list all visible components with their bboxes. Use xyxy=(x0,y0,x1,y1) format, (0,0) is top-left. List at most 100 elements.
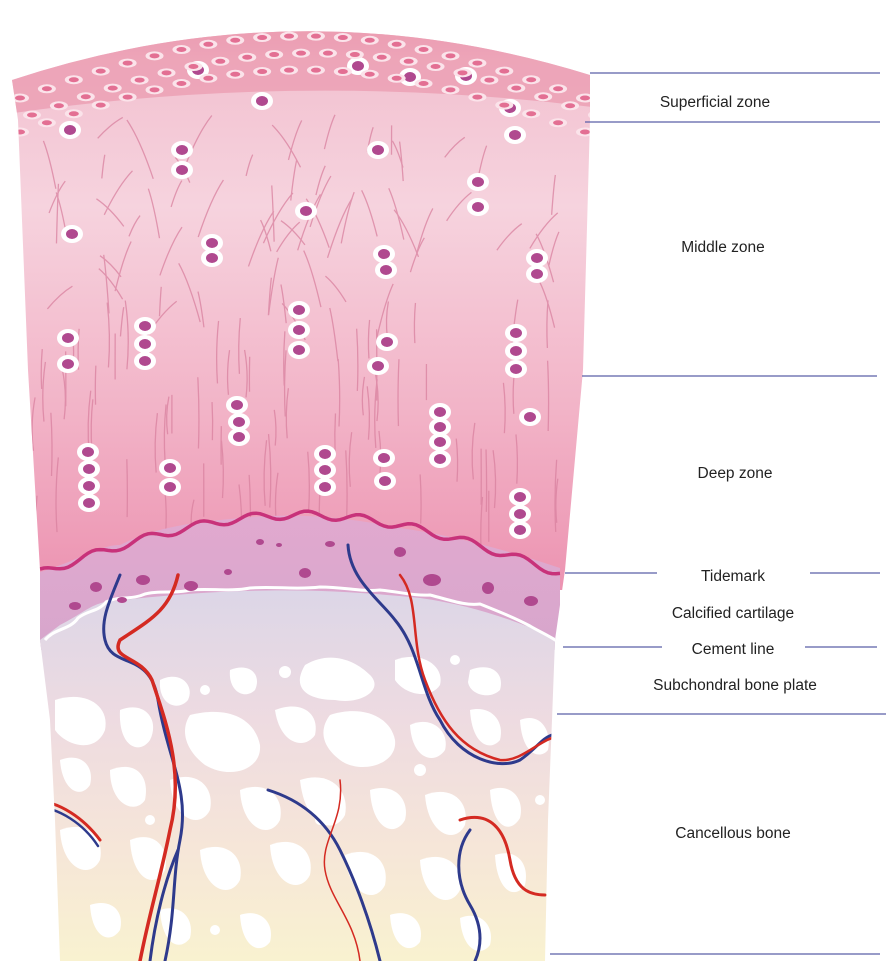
flat-chondrocyte xyxy=(50,101,68,110)
chondrocyte xyxy=(57,355,79,373)
flat-chondrocyte xyxy=(441,51,459,60)
flat-chondrocyte xyxy=(253,33,271,42)
flat-chondrocyte xyxy=(131,76,149,85)
flat-chondrocyte xyxy=(11,128,29,137)
flat-chondrocyte xyxy=(334,67,352,76)
chondrocyte xyxy=(288,321,310,339)
flat-chondrocyte xyxy=(441,85,459,94)
label-tidemark: Tidemark xyxy=(701,568,765,585)
flat-chondrocyte xyxy=(507,84,525,93)
chondrocyte xyxy=(159,478,181,496)
flat-chondrocyte xyxy=(522,109,540,118)
chondrocyte xyxy=(373,245,395,263)
flat-chondrocyte xyxy=(119,93,137,102)
flat-chondrocyte xyxy=(65,75,83,84)
chondrocyte xyxy=(526,249,548,267)
chondrocyte xyxy=(134,317,156,335)
chondrocyte xyxy=(226,396,248,414)
flat-chondrocyte xyxy=(319,49,337,58)
flat-chondrocyte xyxy=(119,59,137,68)
chondrocyte xyxy=(504,126,526,144)
flat-chondrocyte xyxy=(92,101,110,110)
chondrocyte xyxy=(78,460,100,478)
flat-chondrocyte xyxy=(280,66,298,75)
flat-chondrocyte xyxy=(253,67,271,76)
flat-chondrocyte xyxy=(158,68,176,77)
label-calcified-cartilage: Calcified cartilage xyxy=(672,605,794,622)
chondrocyte xyxy=(314,478,336,496)
flat-chondrocyte xyxy=(172,45,190,54)
chondrocyte xyxy=(159,459,181,477)
flat-chondrocyte xyxy=(400,57,418,66)
chondrocyte xyxy=(374,472,396,490)
chondrocyte xyxy=(288,341,310,359)
chondrocyte xyxy=(57,329,79,347)
chondrocyte xyxy=(77,443,99,461)
leader-lines xyxy=(550,73,886,954)
chondrocyte xyxy=(288,301,310,319)
flat-chondrocyte xyxy=(334,33,352,42)
chondrocyte xyxy=(171,161,193,179)
flat-chondrocyte xyxy=(534,92,552,101)
flat-chondrocyte xyxy=(388,74,406,83)
zone-labels: Superficial zone Middle zone Deep zone T… xyxy=(653,94,817,842)
chondrocyte xyxy=(314,445,336,463)
flat-chondrocyte xyxy=(415,45,433,54)
flat-chondrocyte xyxy=(561,101,579,110)
chondrocyte xyxy=(201,249,223,267)
flat-chondrocyte xyxy=(104,84,122,93)
label-cement-line: Cement line xyxy=(692,641,775,658)
flat-chondrocyte xyxy=(211,57,229,66)
flat-chondrocyte xyxy=(549,118,567,127)
chondrocyte xyxy=(367,357,389,375)
flat-chondrocyte xyxy=(238,53,256,62)
chondrocyte xyxy=(134,352,156,370)
flat-chondrocyte xyxy=(226,70,244,79)
tissue-section xyxy=(0,0,606,961)
chondrocyte xyxy=(467,173,489,191)
chondrocyte xyxy=(295,202,317,220)
flat-chondrocyte xyxy=(199,74,217,83)
collagen-fiber xyxy=(335,413,336,453)
flat-chondrocyte xyxy=(11,94,29,103)
chondrocyte xyxy=(429,450,451,468)
chondrocyte xyxy=(505,360,527,378)
flat-chondrocyte xyxy=(280,32,298,41)
chondrocyte xyxy=(509,521,531,539)
flat-chondrocyte xyxy=(346,50,364,59)
chondrocyte xyxy=(505,324,527,342)
chondrocyte xyxy=(61,225,83,243)
flat-chondrocyte xyxy=(361,70,379,79)
label-subchondral-bone-plate: Subchondral bone plate xyxy=(653,677,817,694)
collagen-fiber xyxy=(95,366,96,405)
flat-chondrocyte xyxy=(576,128,594,137)
chondrocyte xyxy=(251,92,273,110)
chondrocyte xyxy=(509,488,531,506)
chondrocyte xyxy=(59,121,81,139)
flat-chondrocyte xyxy=(38,84,56,93)
flat-chondrocyte xyxy=(361,36,379,45)
chondrocyte xyxy=(134,335,156,353)
chondrocyte xyxy=(78,494,100,512)
chondrocyte xyxy=(314,461,336,479)
flat-chondrocyte xyxy=(468,93,486,102)
flat-chondrocyte xyxy=(427,62,445,71)
flat-chondrocyte xyxy=(576,94,594,103)
chondrocyte xyxy=(228,428,250,446)
collagen-fiber xyxy=(127,459,128,517)
flat-chondrocyte xyxy=(146,51,164,60)
collagen-fiber xyxy=(486,449,487,511)
flat-chondrocyte xyxy=(172,79,190,88)
flat-chondrocyte xyxy=(549,84,567,93)
chondrocyte xyxy=(526,265,548,283)
chondrocyte xyxy=(467,198,489,216)
flat-chondrocyte xyxy=(38,118,56,127)
flat-chondrocyte xyxy=(480,76,498,85)
chondrocyte xyxy=(171,141,193,159)
flat-chondrocyte xyxy=(453,68,471,77)
collagen-fiber xyxy=(212,402,213,440)
label-deep-zone: Deep zone xyxy=(698,465,773,482)
chondrocyte xyxy=(509,505,531,523)
flat-chondrocyte xyxy=(373,53,391,62)
